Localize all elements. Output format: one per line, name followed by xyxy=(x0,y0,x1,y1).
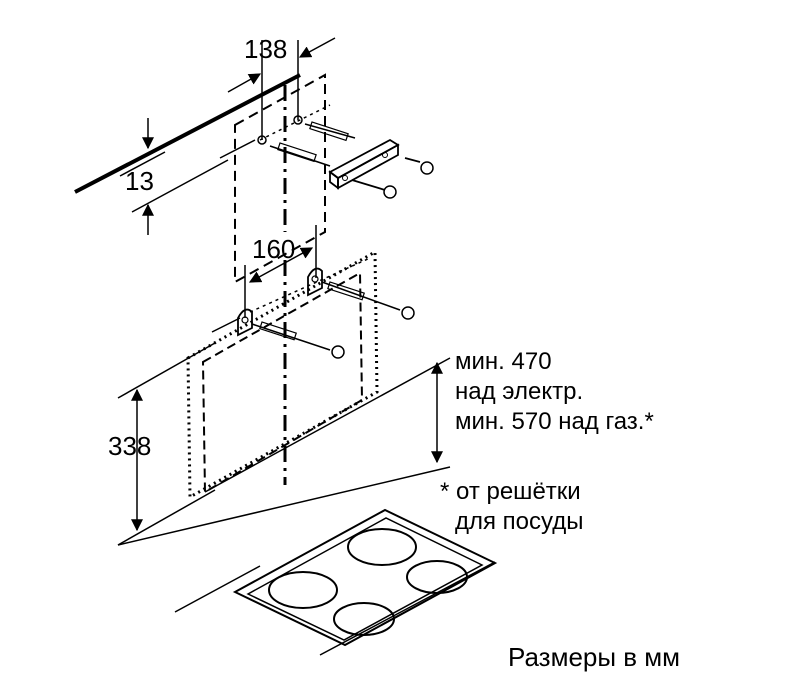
bracket-screws xyxy=(351,157,434,199)
lower-hood-outline xyxy=(186,249,379,500)
dimension-13-label: 13 xyxy=(125,166,154,196)
upper-bracket xyxy=(328,138,400,190)
lower-mounting-plates xyxy=(237,267,323,337)
dimension-138-label: 138 xyxy=(244,34,287,64)
wall-line-upper xyxy=(219,104,331,159)
dimension-338: 338 xyxy=(108,342,216,546)
clearance-lines xyxy=(117,357,451,546)
cooktop xyxy=(174,508,498,656)
burner-right xyxy=(406,560,468,594)
burner-left xyxy=(268,571,338,609)
dimension-338-label: 338 xyxy=(108,431,151,461)
note-min-gas: мин. 570 над газ.* xyxy=(455,408,654,435)
units-note: Размеры в мм xyxy=(508,642,681,672)
upper-screws xyxy=(257,115,356,167)
upper-hood-outline xyxy=(234,73,326,284)
dimension-160: 160 xyxy=(244,225,317,318)
dimension-160-label: 160 xyxy=(252,234,295,264)
wall-line-lower xyxy=(211,257,371,333)
dimension-13: 13 xyxy=(119,118,229,235)
dimension-138: 138 xyxy=(227,34,336,140)
footnote-line-1: * от решётки xyxy=(440,478,581,505)
burner-front xyxy=(333,602,395,636)
footnote-line-2: для посуды xyxy=(455,508,584,535)
lower-screws xyxy=(251,281,415,359)
note-min-electric-2: над электр. xyxy=(455,378,584,405)
burner-back xyxy=(347,528,417,566)
ceiling-line xyxy=(74,73,301,194)
note-min-electric-1: мин. 470 xyxy=(455,348,552,375)
